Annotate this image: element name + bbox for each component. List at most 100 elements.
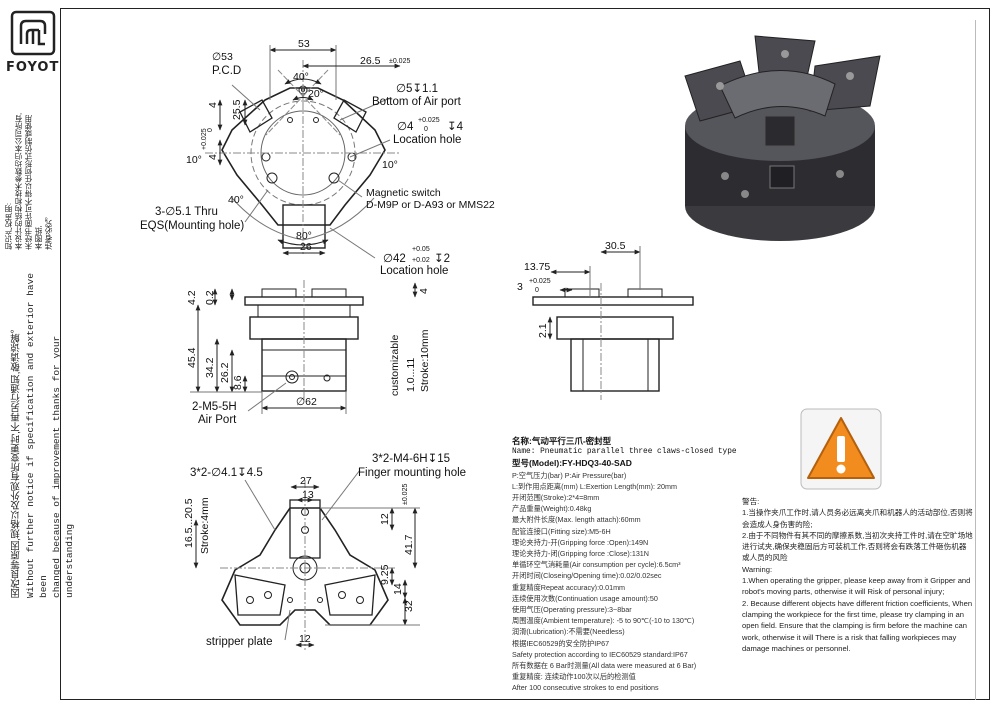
thru-label: EQS(Mounting hole) (140, 220, 244, 232)
spec-block: 名称:气动平行三爪-密封型 Name: Pneumatic parallel t… (512, 436, 742, 694)
customizable-label: customizable (389, 335, 401, 396)
side-dim-26-2: 26.2 (219, 362, 231, 383)
loc-hole-tol-bot: 0 (424, 126, 428, 133)
bottom-dim-16-5: 16.5...20.5 (183, 498, 195, 548)
spec-line: 重复精度Repeat accuracy):0.01mm (512, 582, 626, 592)
warning-triangle-icon (800, 408, 882, 490)
bottom-dim-9-25: 9.25 (379, 564, 391, 585)
spec-line: 开闭范围(Stroke):2*4=8mm (512, 493, 600, 503)
spec-line: 使用气压(Operating pressure):3~8bar (512, 605, 632, 615)
warning-cn-1: 1.当操作夹爪工作时,请人员务必远离夹爪和机器人的活动部位,否则将会造成人身伤害… (742, 508, 973, 529)
spec-line: After 100 consecutive strokes to end pos… (512, 683, 659, 693)
bottom-dim-13: 13 (302, 489, 314, 501)
side-dim-4-2: 4.2 (186, 290, 198, 305)
spec-line: 最大附件长度(Max. length attach):60mm (512, 515, 641, 525)
drawing-frame (60, 8, 990, 700)
spec-name-cn: 名称:气动平行三爪-密封型 (512, 436, 612, 446)
thru-spec: 3-∅5.1 Thru (155, 206, 218, 218)
end-view (532, 246, 694, 400)
loc-hole-label: Location hole (393, 134, 461, 146)
side-stroke: Stroke:10mm (419, 329, 431, 392)
dim-4-left2: 4 (207, 154, 219, 160)
air-port-spec: ∅5↧1.1 (396, 83, 438, 95)
spec-line: 根据IEC60529的安全防护IP67 (512, 638, 610, 648)
loc-hole2-tol-bot: +0.02 (412, 257, 430, 264)
air-port-label: Bottom of Air port (372, 96, 462, 108)
side-dim-0-2: 0.2 (204, 290, 216, 305)
frame-divider (975, 20, 976, 700)
bottom-holes-a: 3*2-∅4.1↧4.5 (190, 467, 263, 479)
side-dim-34-2: 34.2 (204, 357, 216, 378)
pcd-label: P.C.D (212, 65, 241, 77)
dim-26: 26 (300, 241, 312, 253)
loc-hole-depth: ↧4 (447, 121, 464, 133)
bottom-dim-41-7: 41.7 (403, 534, 415, 555)
spec-line: 所有数据在 6 Bar时测量(All data were measured at… (512, 661, 697, 671)
end-dim-13-75: 13.75 (524, 261, 550, 273)
tol-4-left-bot: 0 (207, 128, 214, 132)
spec-line: Safety protection according to IEC60529 … (512, 649, 688, 659)
spec-model: 型号(Model):FY-HDQ3-40-SAD (512, 458, 632, 469)
warning-cn-2: 2.由于不同物件有其不同的摩擦系数,当初次夹持工件时,请在空旷场地进行试夹,确保… (742, 530, 973, 563)
bottom-dim-14: 14 (392, 583, 404, 595)
dim-53: 53 (298, 38, 310, 50)
spec-line: 单循环空气消耗量(Air consumption per cycle):6.5c… (512, 560, 681, 570)
tol-4-left-top: +0.025 (201, 128, 208, 150)
stripper-plate-label: stripper plate (206, 636, 272, 648)
warning-block: 警告: 1.当操作夹爪工作时,请人员务必远离夹爪和机器人的活动部位,否则将会造成… (742, 496, 974, 654)
loc-hole2-tol-top: +0.05 (412, 246, 430, 253)
warning-title-en: Warning: (742, 564, 773, 574)
side-dim-8-6: 8.6 (232, 375, 244, 390)
spec-line: 重复精度: 连续动作100次以后的检测值 (512, 672, 636, 682)
side-air-port-spec: 2-M5-5H (192, 401, 237, 413)
stroke-range: 1.0...11 (405, 358, 417, 392)
side-view (190, 280, 418, 414)
mag-switch-models: D-M9P or D-A93 or MMS22 (366, 199, 495, 211)
spec-line: L:到作用点距离(mm) L:Exertion Length(mm): 20mm (512, 481, 677, 491)
side-dim-62: ∅62 (296, 396, 317, 408)
loc-hole2-spec: ∅42 (383, 253, 406, 265)
bottom-dim-32: 32 (403, 600, 415, 612)
spec-line: 产品重量(Weight):0.48kg (512, 504, 592, 514)
top-view (205, 45, 401, 259)
loc-hole-tol-top: +0.025 (418, 117, 440, 124)
end-dim-30-5: 30.5 (605, 240, 626, 252)
spec-line: 理论夹持力-开(Gripping force :Open):149N (512, 537, 649, 547)
warning-en-2: 2. Because different objects have differ… (742, 598, 973, 653)
bottom-dim-12-bottom: 12 (299, 633, 311, 645)
dim-20: 20° (308, 88, 324, 100)
spec-line: 配管连接口(Fitting size):M5-6H (512, 526, 611, 536)
gripper-product-render (684, 35, 881, 241)
bottom-dim-27: 27 (300, 475, 312, 487)
bottom-stroke: Stroke:4mm (199, 497, 211, 554)
loc-hole2-depth: ↧2 (434, 253, 450, 265)
side-dim-45-4: 45.4 (186, 347, 198, 368)
bottom-view (193, 469, 420, 650)
bottom-holes-b-label: Finger mounting hole (358, 467, 466, 479)
brand-name: FOYOT (6, 60, 60, 75)
pcd-value: ∅53 (212, 51, 233, 63)
dim-40-bottom: 40° (228, 194, 244, 206)
dim-80: 80° (296, 230, 312, 242)
loc-hole-spec: ∅4 (397, 121, 414, 133)
side-air-port-label: Air Port (198, 414, 237, 426)
mag-switch: Magnetic switch (366, 187, 441, 199)
spec-line: P:空气压力(bar) P:Air Pressure(bar) (512, 470, 627, 480)
end-dim-3-tol-bot: 0 (535, 287, 539, 294)
spec-line: 润滑(Lubrication):不需要(Needless) (512, 627, 625, 637)
spec-line: 理论夹持力-闭(Gripping force :Close):131N (512, 549, 649, 559)
bottom-holes-b: 3*2-M4-6H↧15 (372, 453, 450, 465)
foyot-logo-icon (10, 10, 56, 56)
end-dim-3-tol-top: +0.025 (529, 278, 551, 285)
end-dim-2-1: 2.1 (537, 323, 549, 338)
loc-hole2-label: Location hole (380, 265, 448, 277)
bottom-dim-12-tol: ±0.025 (402, 484, 409, 505)
spec-name-en: Name: Pneumatic parallel three claws-clo… (512, 448, 737, 457)
dim-26-5-tol: ±0.025 (389, 58, 410, 65)
dim-26-5: 26.5 (360, 55, 381, 67)
spec-line: 开闭时间(Closeing/Opening time):0.02/0.02sec (512, 571, 662, 581)
warning-title-cn: 警告: (742, 497, 760, 506)
spec-line: 连续使用次数(Continuation usage amount):50 (512, 593, 658, 603)
warning-en-1: 1.When operating the gripper, please kee… (742, 576, 971, 597)
